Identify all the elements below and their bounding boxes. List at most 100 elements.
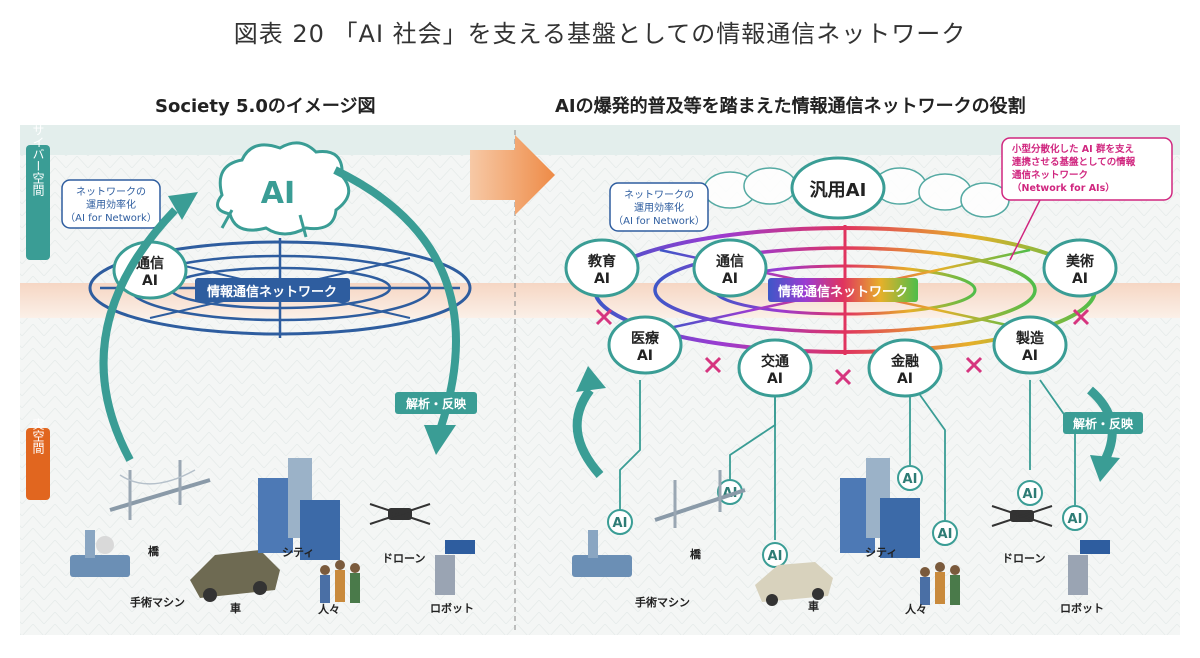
general-ai-brain [790, 156, 886, 220]
right-robot-icon [1068, 540, 1110, 595]
right-callout-left-line2: 運用効率化 [634, 201, 684, 214]
small-ai-label: AI [1023, 487, 1038, 502]
left-city-label: シティ [282, 546, 314, 559]
left-ai-brain [216, 141, 351, 238]
brain-communication-label-2: AI [722, 271, 738, 287]
left-people-label: 人々 [318, 602, 340, 616]
general-ai-cloud [703, 167, 1010, 218]
left-callout-line3: （AI for Network） [65, 212, 157, 224]
general-ai-label: 汎用AI [810, 179, 867, 201]
left-people-icon [320, 560, 360, 603]
right-upload-arrowhead [576, 366, 606, 392]
right-analysis-label: 解析・反映 [1073, 416, 1134, 431]
left-drone-icon [369, 503, 431, 525]
right-feedback-arrowhead [1090, 455, 1120, 482]
left-callout-line1: ネットワークの [76, 186, 146, 198]
right-callout-left-box [609, 182, 709, 232]
transition-arrow [470, 135, 555, 215]
right-network [593, 225, 1097, 355]
ai-connection-lines [619, 379, 1076, 540]
brain-medical-label-1: 医療 [631, 330, 660, 347]
left-bridge-label: 橋 [148, 544, 160, 558]
cyber-space-label: サイバー空間 [31, 124, 45, 196]
left-robot-icon [435, 540, 475, 595]
brain-manufacturing-label-2: AI [1022, 348, 1038, 364]
brain-education-label-1: 教育 [588, 253, 616, 270]
small-ai-node [932, 520, 958, 546]
cyber-space-tab [26, 145, 50, 260]
right-callout-right-line3: 通信ネットワーク [1012, 169, 1088, 181]
brain-communication-label-1: 通信 [716, 253, 744, 270]
right-car-label: 車 [808, 599, 819, 613]
real-space-tab [26, 428, 50, 500]
small-ai-label: AI [1068, 512, 1083, 527]
figure-title: 図表 20 「AI 社会」を支える基盤としての情報通信ネットワーク [233, 20, 967, 48]
right-network-label: 情報通信ネットワーク [778, 284, 908, 300]
brain-art-label-2: AI [1072, 271, 1088, 287]
right-people-icon [920, 562, 960, 605]
right-callout-left-line1: ネットワークの [624, 189, 694, 201]
right-bridge-label: 橋 [690, 547, 702, 561]
right-city-label: シティ [865, 546, 897, 559]
real-space-label: 実空間 [31, 417, 45, 454]
left-car-label: 車 [230, 601, 241, 615]
right-city-icon [840, 458, 920, 558]
right-car-icon [755, 562, 833, 606]
right-callout-right-line2: 連携させる基盤としての情報 [1012, 156, 1136, 168]
left-network [88, 238, 472, 338]
left-feedback-arrowhead [424, 425, 456, 455]
right-people-label: 人々 [905, 602, 927, 616]
right-upload-arrow [572, 387, 604, 478]
right-surgery-robot-icon [572, 530, 632, 577]
right-drone-icon [991, 505, 1053, 527]
brain-manufacturing-label-1: 製造 [1015, 330, 1044, 347]
brain-education-label-2: AI [594, 271, 610, 287]
left-robot-label: ロボット [430, 601, 474, 615]
right-surgery-label: 手術マシン [635, 595, 690, 609]
left-network-label: 情報通信ネットワーク [207, 284, 337, 300]
right-callout-right-box [1001, 137, 1173, 201]
brain-art-label-1: 美術 [1066, 253, 1094, 270]
brain-medical-label-2: AI [637, 348, 653, 364]
sky-band [20, 125, 1180, 155]
left-bridge-icon [109, 460, 211, 520]
left-city-icon [258, 458, 340, 560]
left-feedback-arrow [333, 166, 460, 432]
small-ai-node [1062, 505, 1088, 531]
right-bridge-icon [654, 470, 746, 528]
small-ai-node [762, 542, 788, 568]
brain-traffic-label-2: AI [767, 371, 783, 387]
right-drone-label: ドローン [1002, 552, 1045, 565]
left-drone-label: ドローン [382, 552, 425, 565]
disconnect-marks [595, 308, 1090, 386]
small-ai-label: AI [768, 549, 783, 564]
left-car-icon [190, 550, 280, 602]
left-panel-title: Society 5.0のイメージ図 [155, 96, 376, 117]
left-comm-ai-line2: AI [142, 273, 158, 289]
right-panel-title: AIの爆発的普及等を踏まえた情報通信ネットワークの役割 [555, 96, 1026, 117]
left-ai-label: AI [261, 176, 295, 211]
left-surgery-robot-icon [70, 530, 130, 577]
left-callout-box [61, 179, 161, 229]
right-callout-left-line3: （AI for Network） [613, 215, 705, 227]
brain-traffic-label-1: 交通 [761, 353, 789, 370]
brain-finance-label-2: AI [897, 371, 913, 387]
left-upload-arrow [99, 207, 178, 462]
left-surgery-label: 手術マシン [130, 595, 185, 609]
left-upload-arrowhead [168, 192, 198, 220]
right-callout-right-line1: 小型分散化した AI 群を支え [1011, 143, 1134, 155]
small-ai-label: AI [938, 527, 953, 542]
brain-finance-label-1: 金融 [890, 353, 919, 370]
left-analysis-label: 解析・反映 [406, 396, 467, 411]
right-callout-right-line4: （Network for AIs） [1012, 182, 1115, 194]
right-callout-pointer [1009, 199, 1041, 261]
